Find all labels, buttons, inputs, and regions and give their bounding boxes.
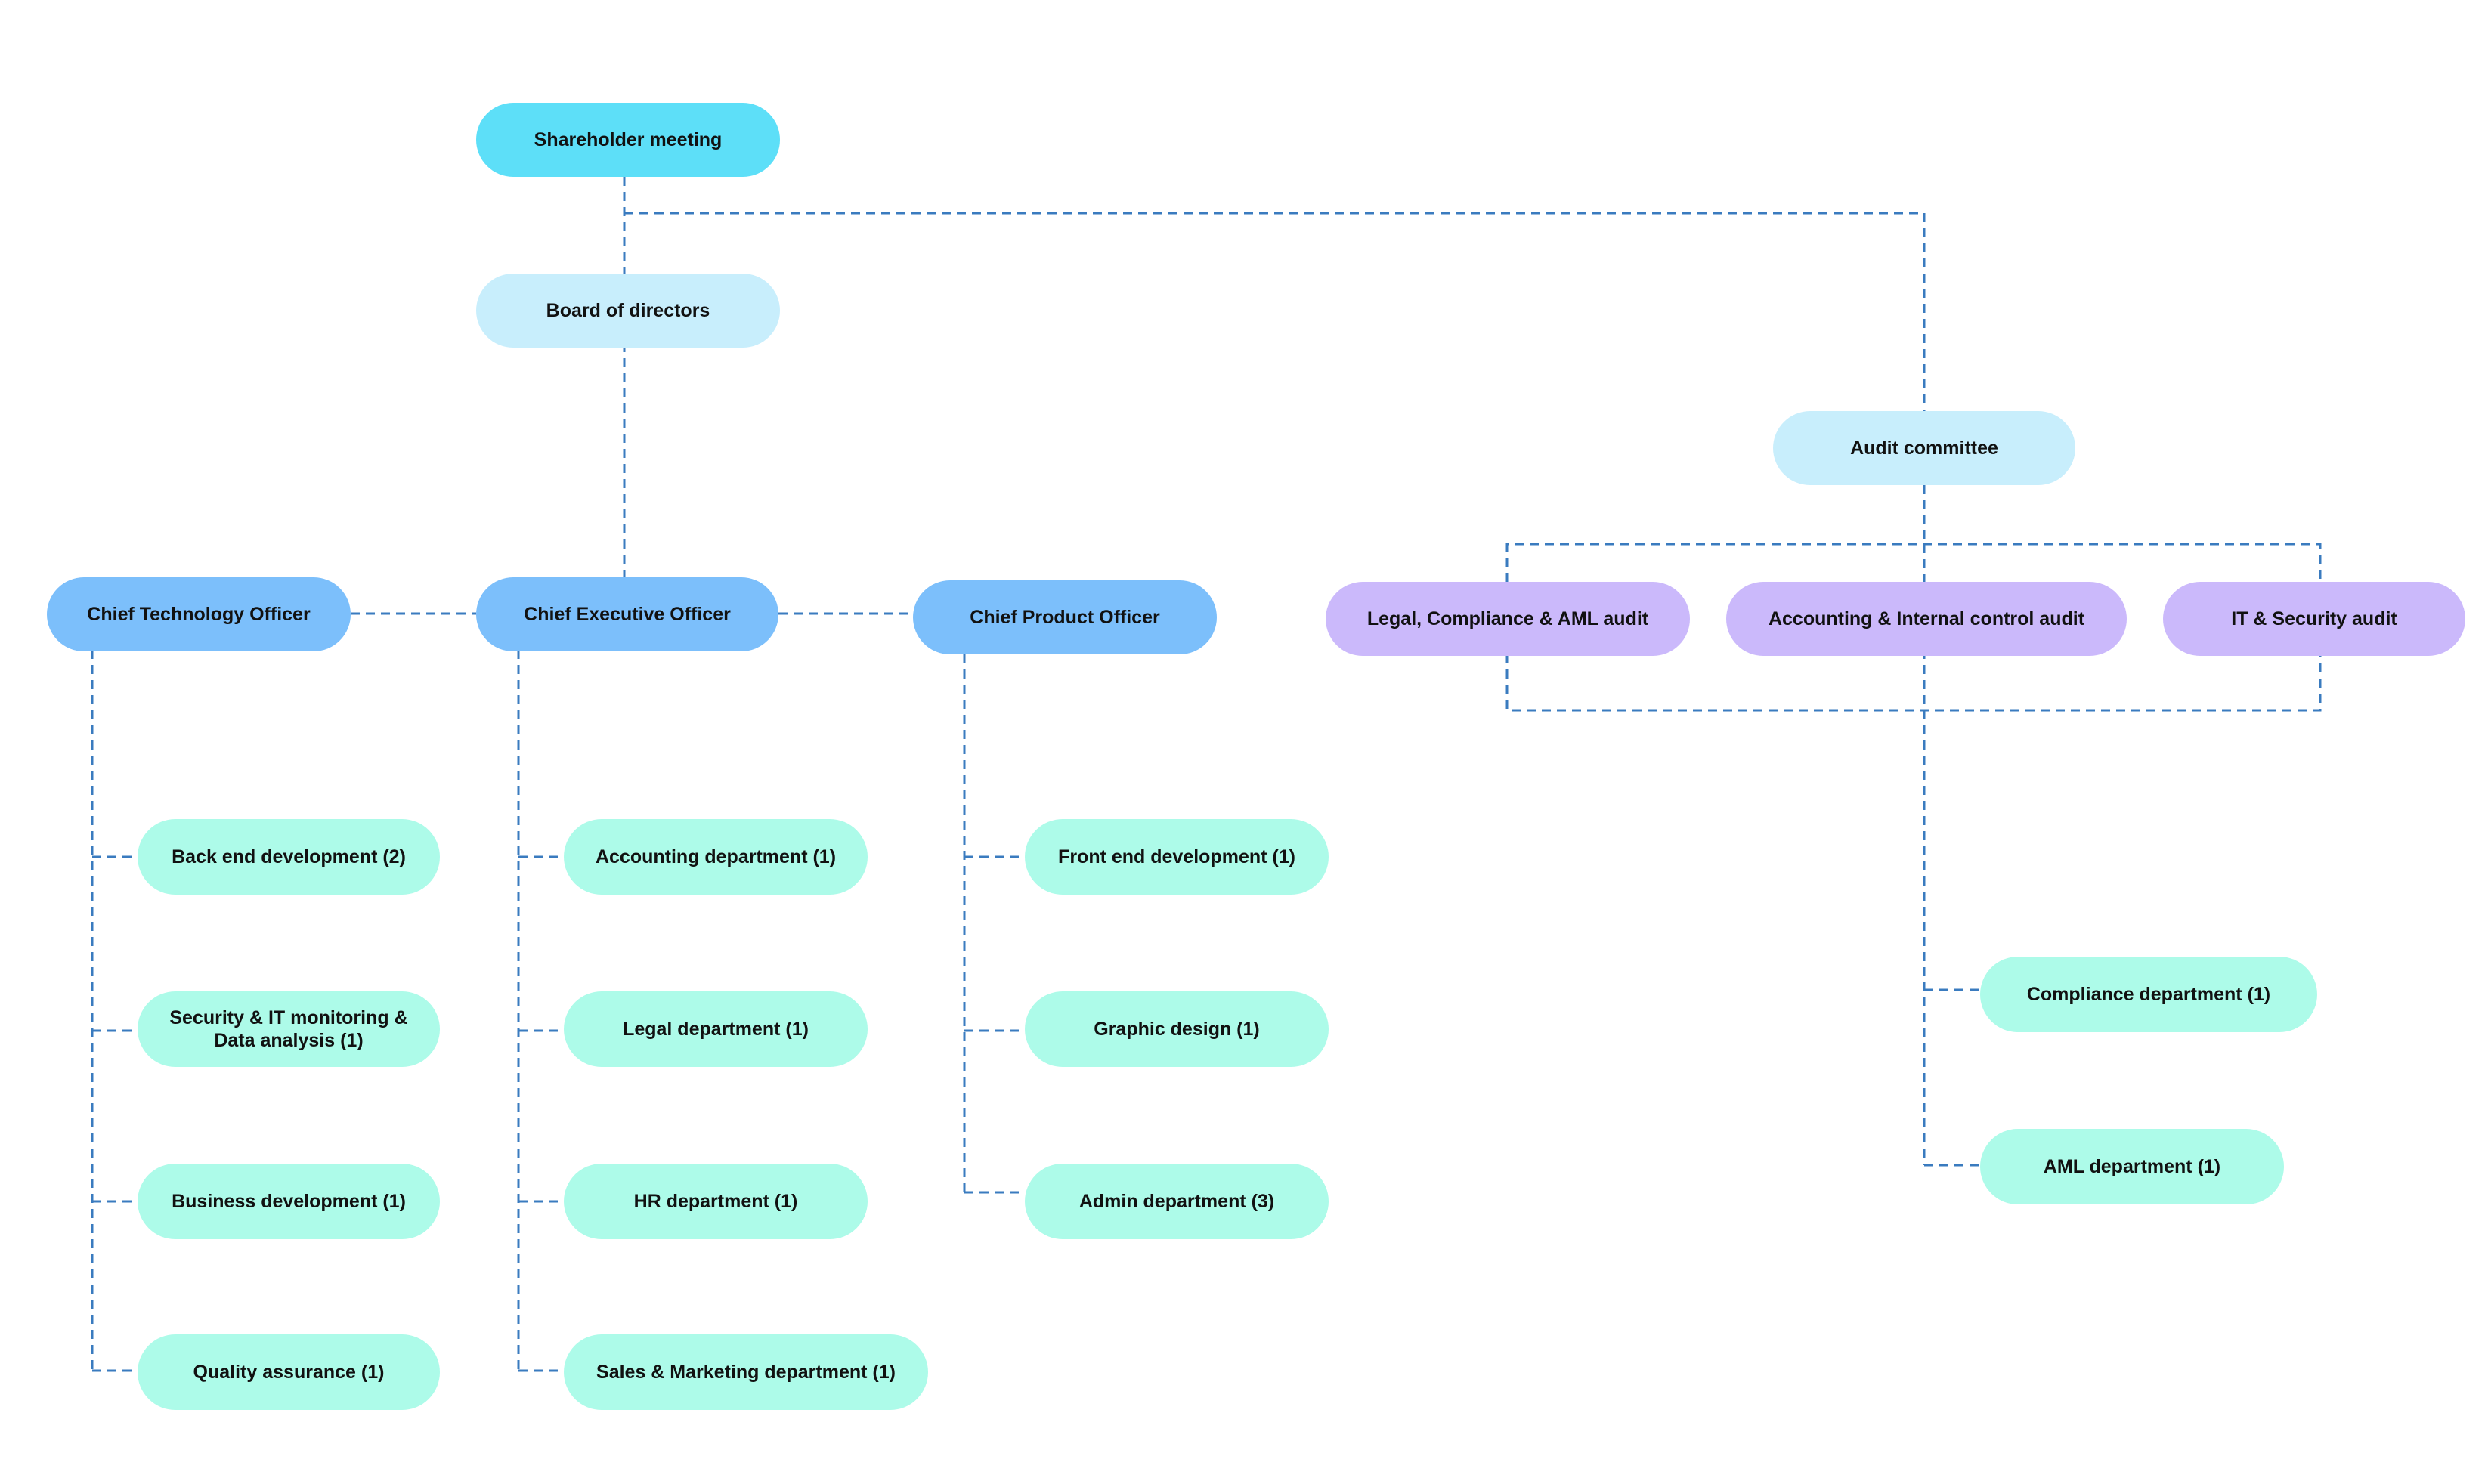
node-security-it-monitoring: Security & IT monitoring & Data analysis… xyxy=(138,991,440,1067)
connector-audit-bottom xyxy=(1505,654,2322,712)
node-front-end-development: Front end development (1) xyxy=(1025,819,1329,895)
connector-shareholder-audit xyxy=(624,212,1926,411)
node-sales-marketing-department: Sales & Marketing department (1) xyxy=(564,1334,928,1410)
node-legal-department: Legal department (1) xyxy=(564,991,868,1067)
node-compliance-department: Compliance department (1) xyxy=(1980,957,2317,1032)
node-business-development: Business development (1) xyxy=(138,1164,440,1239)
node-audit-committee: Audit committee xyxy=(1773,411,2075,485)
node-accounting-department: Accounting department (1) xyxy=(564,819,868,895)
node-cto: Chief Technology Officer xyxy=(47,577,351,651)
node-back-end-development: Back end development (2) xyxy=(138,819,440,895)
node-board-of-directors: Board of directors xyxy=(476,274,780,348)
node-legal-compliance-aml-audit: Legal, Compliance & AML audit xyxy=(1326,582,1690,656)
node-graphic-design: Graphic design (1) xyxy=(1025,991,1329,1067)
node-ceo: Chief Executive Officer xyxy=(476,577,778,651)
node-admin-department: Admin department (3) xyxy=(1025,1164,1329,1239)
node-shareholder-meeting: Shareholder meeting xyxy=(476,103,780,177)
node-hr-department: HR department (1) xyxy=(564,1164,868,1239)
connector-audit-top xyxy=(1505,543,2322,582)
node-it-security-audit: IT & Security audit xyxy=(2163,582,2465,656)
node-quality-assurance: Quality assurance (1) xyxy=(138,1334,440,1410)
node-accounting-internal-control-audit: Accounting & Internal control audit xyxy=(1726,582,2127,656)
node-aml-department: AML department (1) xyxy=(1980,1129,2284,1204)
node-cpo: Chief Product Officer xyxy=(913,580,1217,654)
